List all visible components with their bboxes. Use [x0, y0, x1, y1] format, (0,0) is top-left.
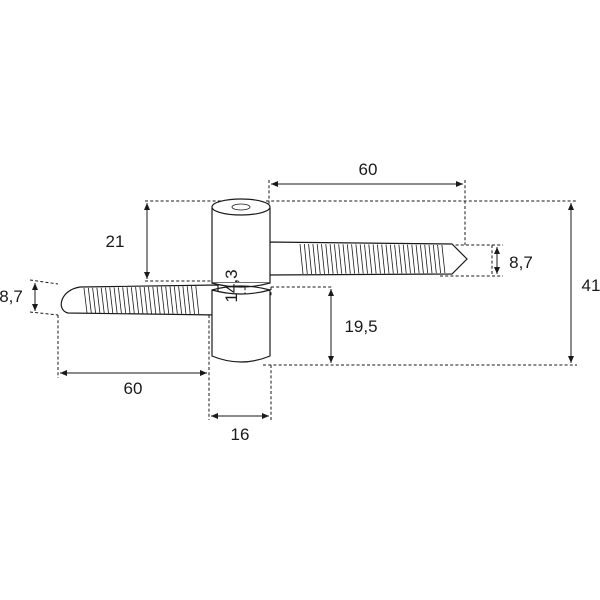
- thread-line: [368, 244, 373, 274]
- label-lower-knuckle-height: 19,5: [344, 317, 377, 336]
- thread-line: [135, 287, 139, 314]
- upper-barrel: [211, 198, 271, 288]
- thread-line: [312, 244, 317, 274]
- thread-line: [394, 244, 398, 274]
- thread-line: [87, 287, 92, 314]
- thread-line: [122, 287, 127, 314]
- lower-threaded-pin: [60, 284, 219, 316]
- thread-line: [342, 244, 347, 274]
- thread-line: [83, 287, 88, 314]
- thread-line: [169, 286, 174, 314]
- upper-pin-threads: [299, 243, 446, 275]
- thread-line: [173, 286, 178, 314]
- thread-line: [377, 244, 381, 274]
- label-upper-knuckle-height: 21: [106, 232, 125, 251]
- thread-line: [191, 286, 195, 315]
- thread-line: [432, 244, 437, 274]
- thread-line: [321, 244, 325, 274]
- thread-line: [139, 286, 144, 314]
- thread-line: [308, 244, 312, 274]
- label-lower-pin-length: 60: [124, 379, 143, 398]
- thread-line: [113, 287, 118, 314]
- label-lower-pin-diameter: 8,7: [0, 287, 23, 306]
- extension-lines: [29, 180, 577, 420]
- thread-line: [389, 244, 394, 274]
- thread-line: [299, 243, 304, 275]
- label-total-height: 41: [582, 276, 600, 295]
- thread-line: [334, 244, 338, 274]
- thread-line: [437, 244, 441, 274]
- thread-line: [338, 244, 343, 274]
- thread-line: [329, 244, 334, 274]
- thread-line: [407, 244, 411, 274]
- thread-line: [398, 244, 403, 274]
- thread-line: [161, 286, 165, 314]
- thread-line: [165, 286, 170, 314]
- thread-line: [143, 286, 148, 314]
- dimension-lines: [32, 181, 574, 419]
- thread-line: [109, 287, 114, 314]
- label-gap: 14,3: [222, 269, 241, 302]
- thread-line: [303, 243, 308, 275]
- upper-threaded-pin: [265, 241, 468, 276]
- thread-line: [351, 244, 355, 274]
- thread-line: [424, 244, 429, 274]
- thread-line: [195, 285, 200, 315]
- thread-line: [92, 287, 96, 314]
- thread-line: [100, 287, 105, 314]
- lower-barrel: [211, 285, 271, 363]
- label-upper-pin-diameter: 8,7: [509, 253, 533, 272]
- thread-line: [148, 286, 152, 314]
- thread-line: [182, 286, 187, 314]
- label-barrel-diameter: 16: [231, 425, 250, 444]
- thread-line: [186, 286, 191, 314]
- thread-line: [381, 244, 386, 274]
- thread-line: [178, 286, 182, 314]
- thread-line: [105, 287, 109, 314]
- thread-line: [346, 244, 351, 274]
- thread-line: [411, 244, 416, 274]
- thread-line: [152, 286, 157, 314]
- thread-line: [355, 244, 360, 274]
- thread-line: [385, 244, 390, 274]
- thread-line: [415, 244, 420, 274]
- thread-line: [130, 287, 135, 314]
- lower-pin-threads: [83, 285, 200, 315]
- thread-line: [364, 244, 368, 274]
- thread-line: [402, 244, 407, 274]
- thread-line: [372, 244, 377, 274]
- label-upper-pin-length: 60: [359, 160, 378, 179]
- thread-line: [126, 287, 131, 314]
- dimension-labels: 60 21 41 8,7 14,3 19,5 8,7 60 16: [0, 160, 600, 444]
- thread-line: [316, 244, 321, 274]
- thread-line: [420, 244, 424, 274]
- thread-line: [96, 287, 101, 314]
- thread-line: [428, 244, 433, 274]
- thread-line: [118, 287, 122, 314]
- thread-line: [325, 244, 330, 274]
- thread-line: [359, 244, 364, 274]
- thread-line: [441, 244, 446, 274]
- thread-line: [156, 286, 161, 314]
